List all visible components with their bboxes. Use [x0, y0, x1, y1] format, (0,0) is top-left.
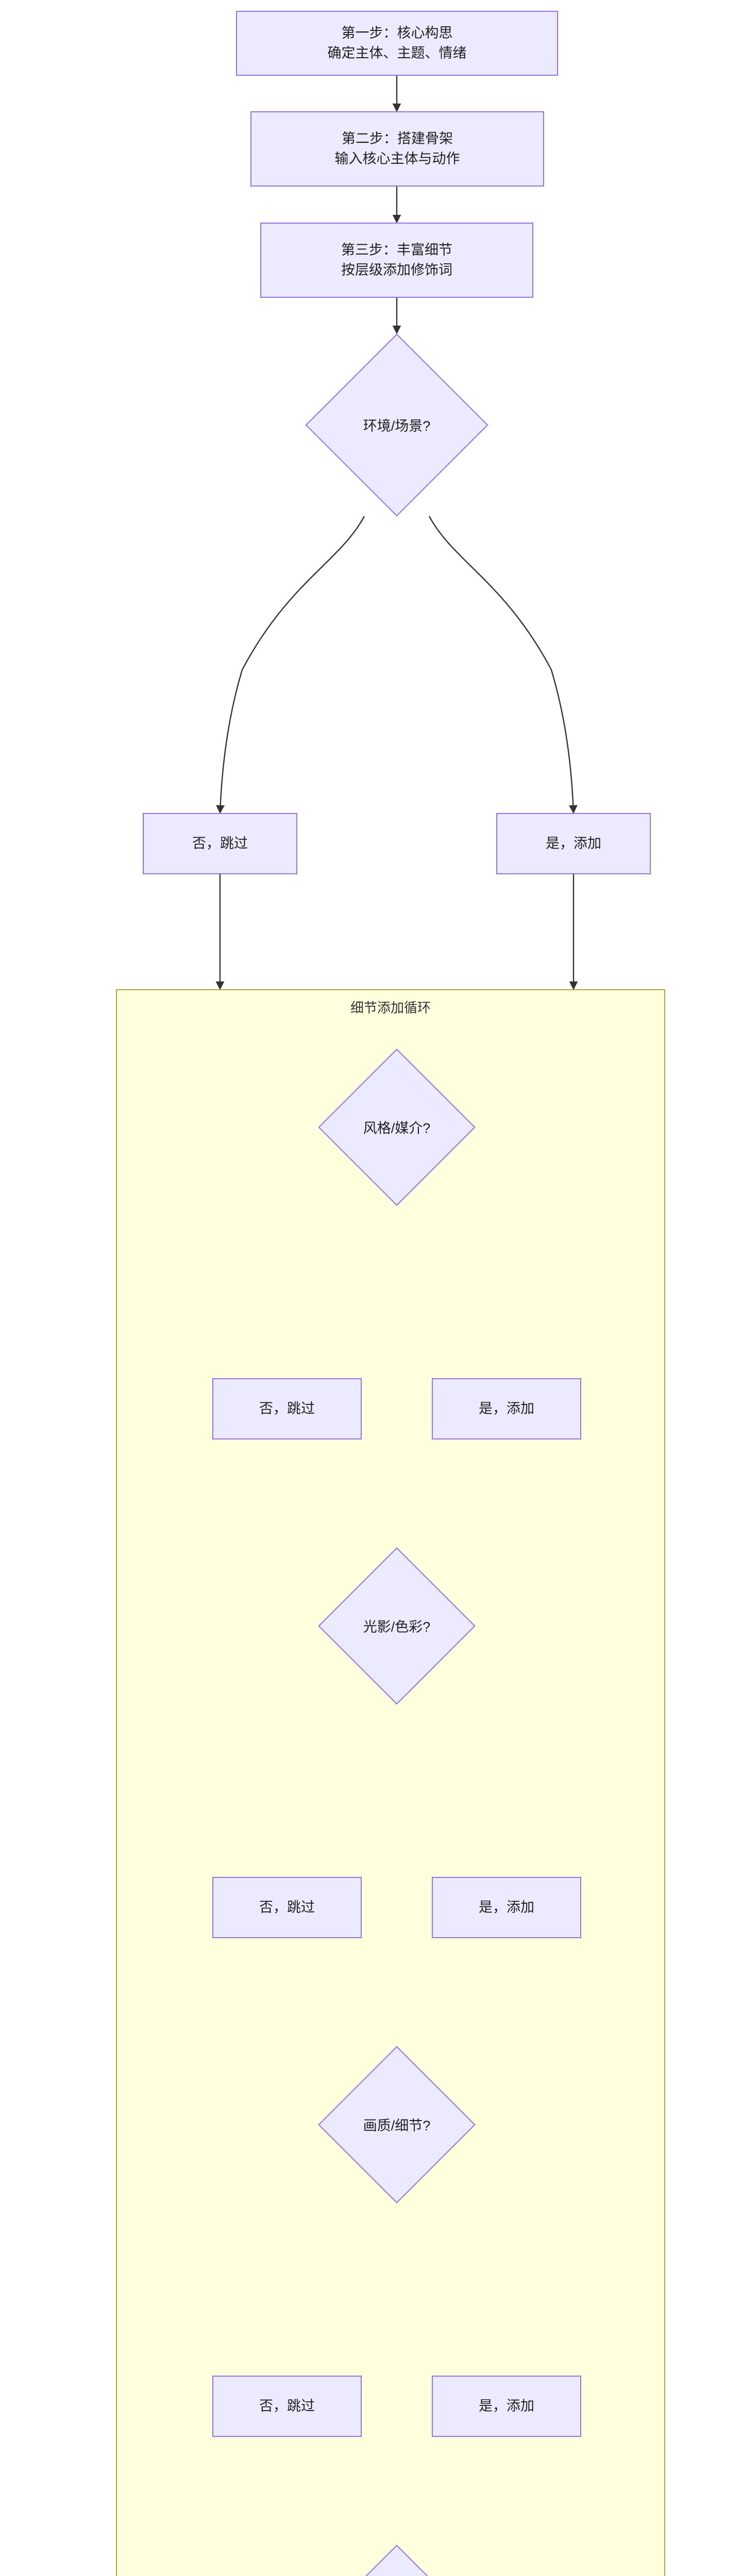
node-scene-no-label: 否，跳过 [192, 835, 248, 851]
node-step2[interactable]: 第二步：搭建骨架 输入核心主体与动作 [250, 111, 544, 187]
node-style-no[interactable]: 否，跳过 [212, 1378, 362, 1439]
node-step3[interactable]: 第三步：丰富细节 按层级添加修饰词 [260, 223, 533, 298]
node-step3-line1: 第三步：丰富细节 [341, 242, 452, 258]
node-light-yes[interactable]: 是，添加 [432, 1877, 581, 1938]
node-quality-yes[interactable]: 是，添加 [432, 2376, 581, 2437]
node-style-yes[interactable]: 是，添加 [432, 1378, 581, 1439]
node-scene-no[interactable]: 否，跳过 [143, 813, 297, 874]
node-step1-line2: 确定主体、主题、情绪 [327, 45, 467, 61]
node-step1-line1: 第一步：核心构思 [341, 25, 453, 41]
node-decision-light-label: 光影/色彩? [363, 1619, 431, 1635]
node-light-no[interactable]: 否，跳过 [212, 1877, 362, 1938]
node-scene-yes[interactable]: 是，添加 [496, 813, 651, 874]
node-decision-quality[interactable]: 画质/细节? [309, 2045, 484, 2204]
node-decision-quality-label: 画质/细节? [363, 2118, 431, 2133]
node-scene-yes-label: 是，添加 [546, 835, 601, 851]
node-light-no-label: 否，跳过 [259, 1899, 315, 1915]
node-step2-line2: 输入核心主体与动作 [334, 151, 460, 166]
node-decision-compose-label: 构图/视角? [309, 2545, 484, 2576]
node-quality-no[interactable]: 否，跳过 [212, 2376, 362, 2437]
node-quality-no-label: 否，跳过 [259, 2398, 315, 2414]
node-style-yes-label: 是，添加 [479, 1400, 534, 1416]
node-step1[interactable]: 第一步：核心构思 确定主体、主题、情绪 [236, 11, 558, 76]
node-decision-scene-label: 环境/场景? [363, 418, 431, 434]
node-decision-scene[interactable]: 环境/场景? [294, 333, 500, 516]
node-light-yes-label: 是，添加 [479, 1899, 534, 1915]
node-step3-line2: 按层级添加修饰词 [341, 262, 452, 278]
node-decision-compose[interactable]: 构图/视角? [309, 2544, 484, 2576]
cluster-detail-loop: 细节添加循环 [116, 989, 665, 2576]
node-step2-line1: 第二步：搭建骨架 [342, 130, 453, 146]
edge-scene-no [216, 516, 365, 814]
node-style-no-label: 否，跳过 [259, 1400, 315, 1416]
edge-scene-yes [428, 516, 578, 814]
node-decision-style[interactable]: 风格/媒介? [309, 1048, 484, 1206]
cluster-title: 细节添加循环 [350, 1000, 431, 1015]
node-quality-yes-label: 是，添加 [479, 2398, 534, 2414]
node-decision-light[interactable]: 光影/色彩? [309, 1547, 484, 1705]
node-decision-style-label: 风格/媒介? [363, 1121, 431, 1136]
